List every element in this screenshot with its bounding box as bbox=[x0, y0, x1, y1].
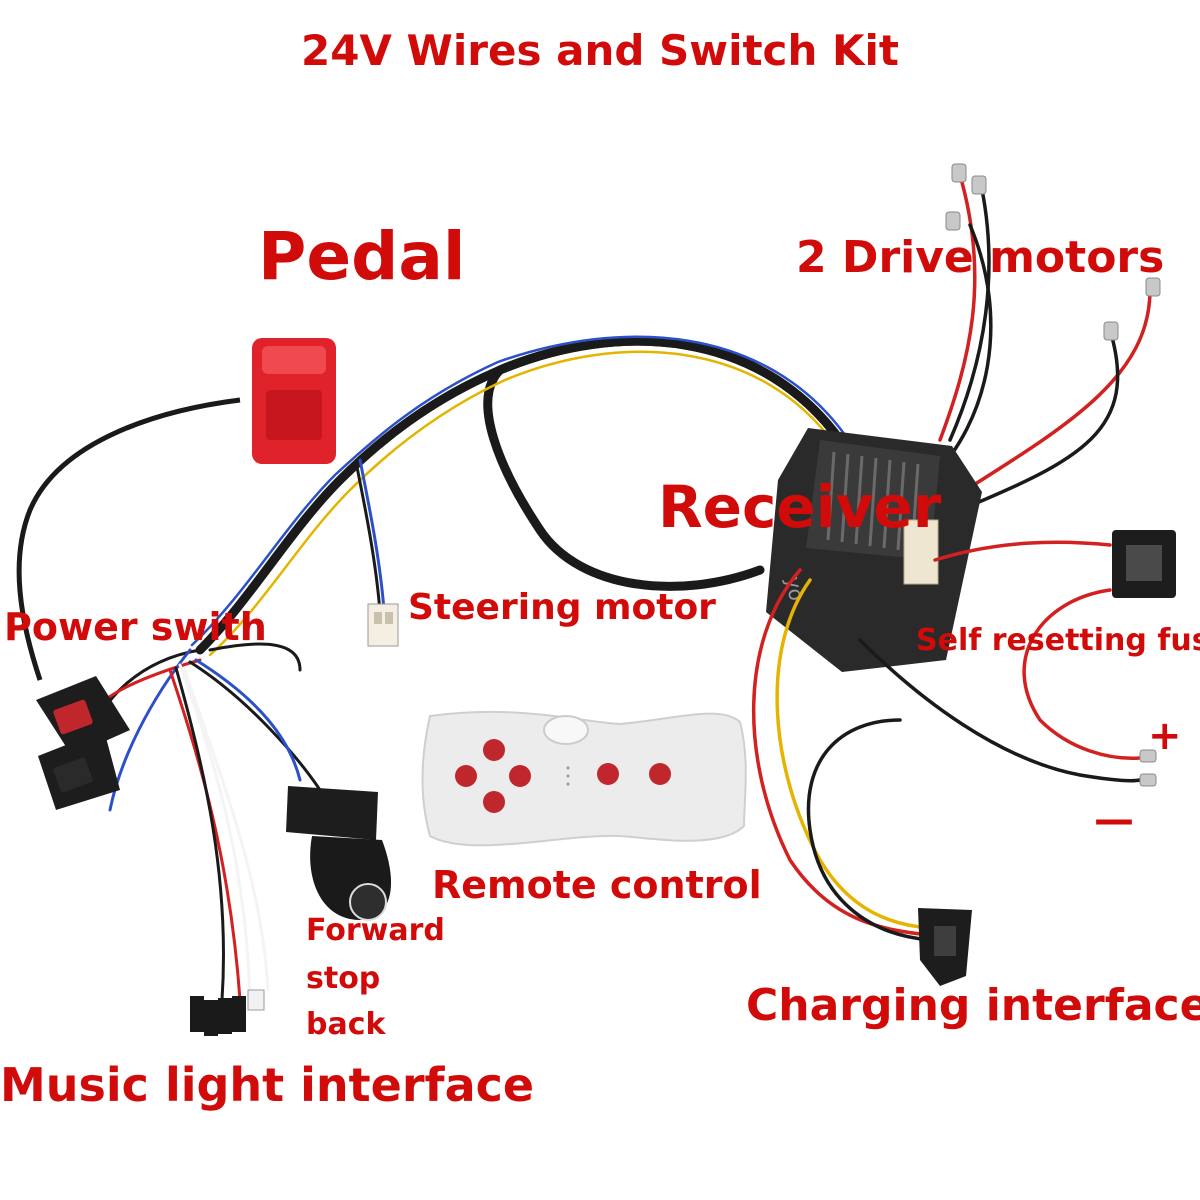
music-light-interface-label: Music light interface bbox=[0, 1058, 535, 1112]
battery-terminals bbox=[1139, 749, 1157, 787]
gear-shift bbox=[286, 786, 392, 921]
diagram-title: 24V Wires and Switch Kit bbox=[300, 26, 899, 75]
pedal-cable bbox=[16, 397, 241, 681]
minus-terminal-label: — bbox=[1094, 797, 1134, 843]
remote-control bbox=[421, 710, 747, 847]
power-switches bbox=[36, 676, 130, 810]
remote-button-a bbox=[597, 763, 619, 785]
self-resetting-fuse-label: Self resetting fuse bbox=[916, 623, 1200, 658]
remote-power-button bbox=[543, 715, 589, 745]
drive-motors-label: 2 Drive motors bbox=[796, 232, 1165, 283]
plus-terminal-label: + bbox=[1148, 713, 1182, 759]
remote-button-b bbox=[649, 763, 671, 785]
switch-wires bbox=[68, 642, 322, 1002]
music-light-connectors bbox=[190, 989, 265, 1036]
pedal bbox=[252, 338, 336, 464]
steering-connector bbox=[367, 603, 399, 647]
receiver-label: Receiver bbox=[658, 473, 942, 541]
main-harness bbox=[190, 335, 847, 657]
gear-forward-label: Forward bbox=[306, 913, 445, 948]
motor-terminals bbox=[945, 163, 1161, 341]
remote-left-button bbox=[455, 765, 477, 787]
gear-back-label: back bbox=[306, 1007, 386, 1042]
fuse-wires bbox=[858, 540, 1142, 783]
remote-down-button bbox=[483, 791, 505, 813]
steering-motor-label: Steering motor bbox=[408, 587, 716, 628]
remote-up-button bbox=[483, 739, 505, 761]
charging-interface-label: Charging interface bbox=[746, 980, 1200, 1031]
remote-right-button bbox=[509, 765, 531, 787]
gear-stop-label: stop bbox=[306, 961, 381, 996]
receiver-box: yo bbox=[766, 428, 982, 672]
drive-motor-wires bbox=[928, 173, 1152, 512]
remote-control-label: Remote control bbox=[432, 863, 762, 907]
pedal-label: Pedal bbox=[258, 218, 466, 295]
power-switch-label: Power swith bbox=[4, 605, 267, 649]
self-resetting-fuse bbox=[1112, 530, 1176, 598]
charging-wires bbox=[752, 568, 932, 942]
charging-port bbox=[918, 908, 972, 986]
